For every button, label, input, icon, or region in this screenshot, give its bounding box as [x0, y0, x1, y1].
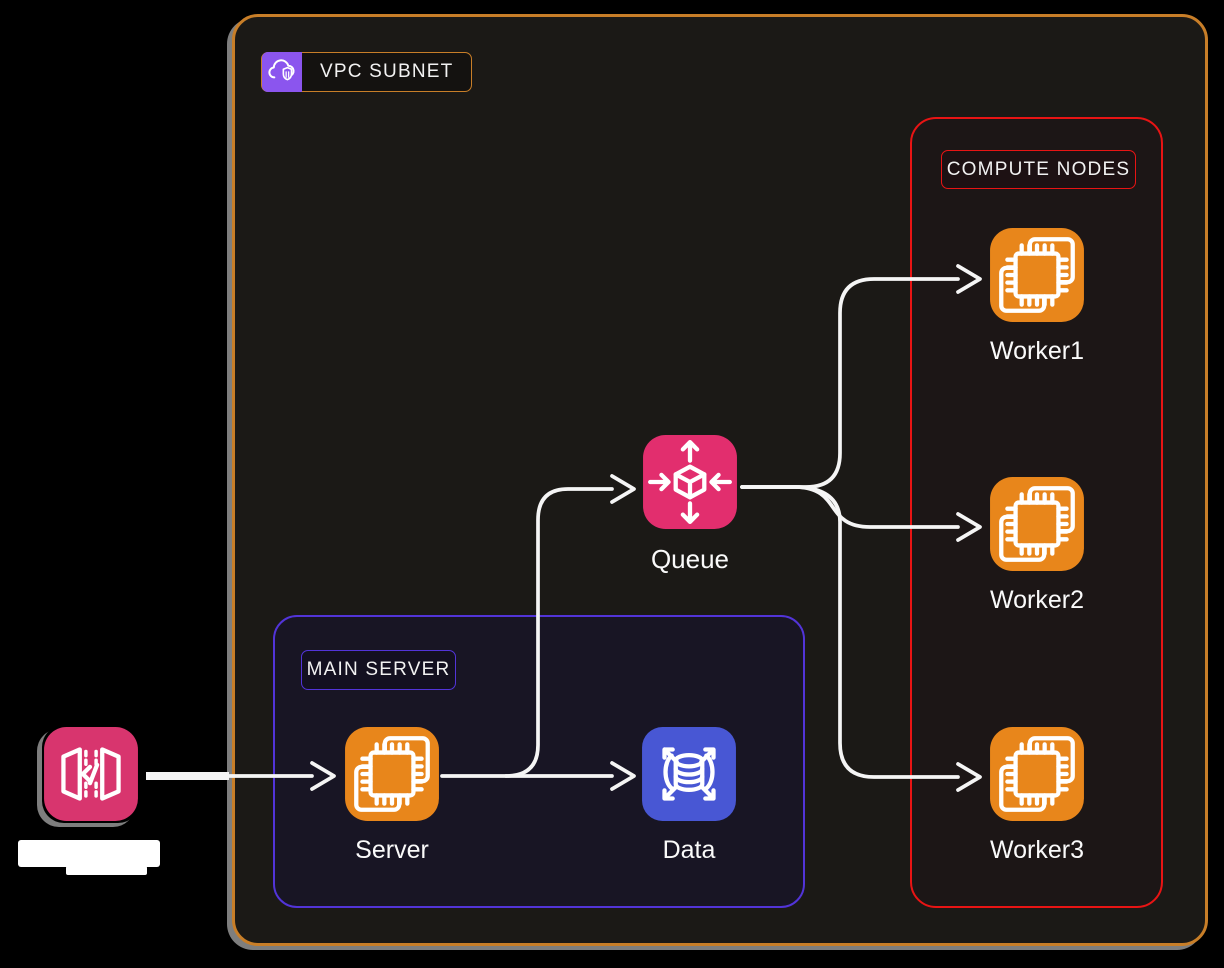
worker3-node-label: Worker3 — [989, 836, 1084, 864]
cloud-shield-icon — [262, 52, 302, 92]
database-scale-icon — [642, 727, 736, 821]
worker1-node: Worker1 — [962, 226, 1112, 366]
worker2-node: Worker2 — [962, 475, 1112, 615]
queue-node-label: Queue — [650, 544, 730, 574]
compute-nodes-label: COMPUTE NODES — [941, 150, 1136, 189]
data-node: Data — [614, 725, 764, 865]
server-node-label: Server — [355, 836, 429, 864]
chip-icon — [990, 477, 1084, 571]
api-gateway-node — [16, 725, 166, 823]
main-server-label-text: MAIN SERVER — [306, 659, 451, 680]
gateway-panels-code-icon — [44, 727, 138, 821]
server-node: Server — [317, 725, 467, 865]
vpc-subnet-label: VPC SUBNET — [261, 52, 473, 92]
data-node-label: Data — [662, 836, 716, 864]
vpc-subnet-label-text: VPC SUBNET — [320, 61, 454, 82]
worker1-node-label: Worker1 — [989, 337, 1084, 365]
worker3-node: Worker3 — [962, 725, 1112, 865]
chip-icon — [990, 727, 1084, 821]
gateway-label-obscured-descender — [66, 866, 147, 875]
queue-node: Queue — [615, 433, 765, 575]
main-server-label: MAIN SERVER — [301, 650, 456, 690]
compute-nodes-label-text: COMPUTE NODES — [946, 158, 1131, 180]
worker2-node-label: Worker2 — [989, 586, 1084, 614]
cube-scaling-arrows-icon — [643, 435, 737, 529]
gateway-label-obscured — [18, 840, 160, 867]
chip-icon — [345, 727, 439, 821]
chip-icon — [990, 228, 1084, 322]
